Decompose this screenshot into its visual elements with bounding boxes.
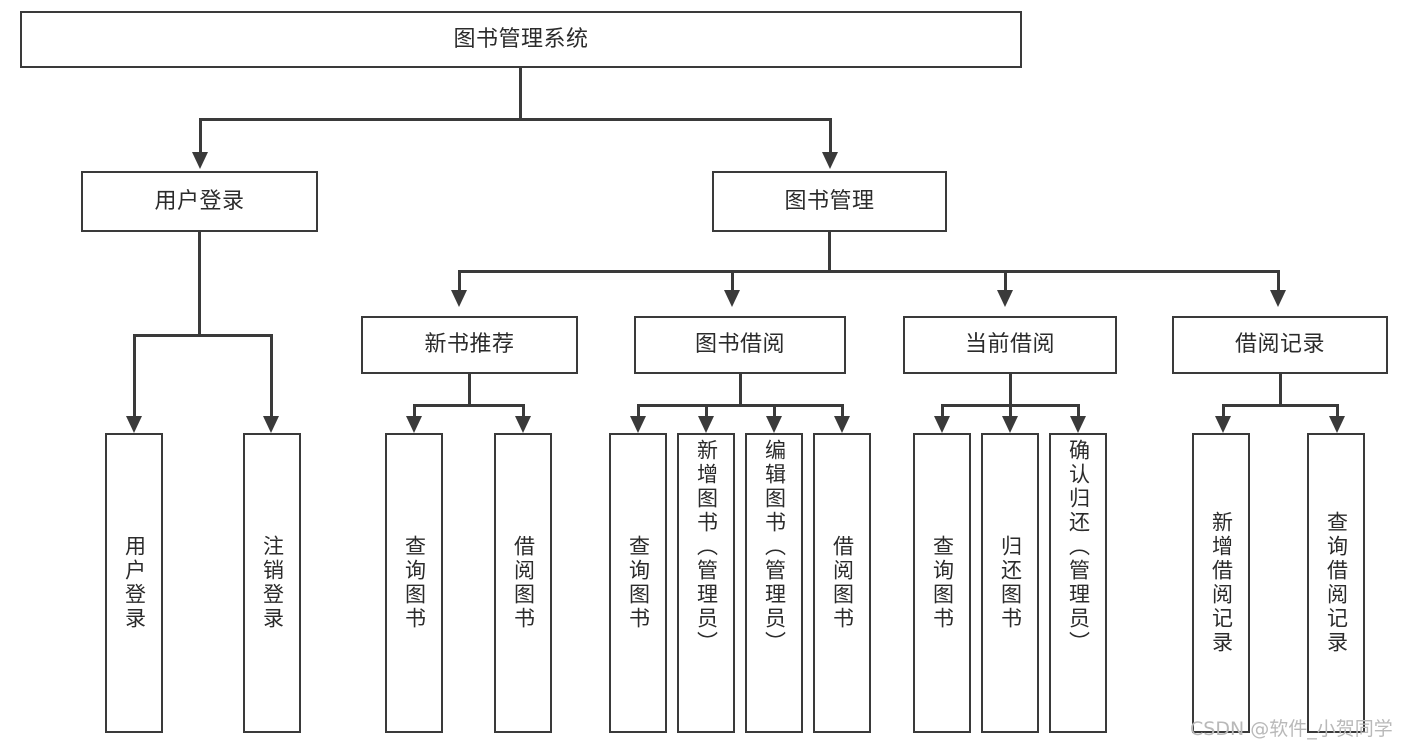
node-label: 注销登录 [260, 535, 285, 631]
node-root-system[interactable]: 图书管理系统 [20, 11, 1022, 68]
arrowhead-new-book-leaf-1 [406, 416, 422, 433]
connector-book-borrow-to-leaf-3 [773, 404, 776, 418]
arrowhead-book-borrow-leaf-1 [630, 416, 646, 433]
connector-new-book-bar [413, 404, 524, 407]
connector-book-mgmt-to-current-borrow [1004, 270, 1007, 292]
node-current-borrow[interactable]: 当前借阅 [903, 316, 1117, 374]
connector-user-login-stem [198, 232, 201, 336]
leaf-book-borrow-edit-book[interactable]: 编辑图书（管理员） [745, 433, 803, 733]
connector-current-borrow-stem [1009, 374, 1012, 406]
connector-user-login-to-leaf-1 [133, 334, 136, 418]
node-label: 借阅记录 [1234, 332, 1325, 358]
leaf-book-borrow-query-book[interactable]: 查询图书 [609, 433, 667, 733]
leaf-new-book-query-book[interactable]: 查询图书 [385, 433, 443, 733]
connector-borrow-record-to-leaf-1 [1222, 404, 1225, 418]
leaf-current-borrow-confirm-return[interactable]: 确认归还（管理员） [1049, 433, 1107, 733]
leaf-borrow-record-query-record[interactable]: 查询借阅记录 [1307, 433, 1365, 733]
arrowhead-current-borrow-leaf-1 [934, 416, 950, 433]
node-label: 确认归还（管理员） [1066, 439, 1091, 655]
connector-book-borrow-bar [637, 404, 843, 407]
connector-root-to-user-login [199, 118, 202, 154]
connector-new-book-to-leaf-2 [522, 404, 525, 418]
connector-root-to-book-mgmt [829, 118, 832, 154]
connector-book-borrow-to-leaf-4 [841, 404, 844, 418]
leaf-user-login-login[interactable]: 用户登录 [105, 433, 163, 733]
node-new-book-recommend[interactable]: 新书推荐 [361, 316, 578, 374]
arrowhead-book-mgmt-current-borrow [997, 290, 1013, 307]
node-label: 新增借阅记录 [1209, 511, 1234, 655]
arrowhead-book-borrow-leaf-2 [698, 416, 714, 433]
connector-book-mgmt-bar [458, 270, 1279, 273]
arrowhead-book-borrow-leaf-3 [766, 416, 782, 433]
connector-book-mgmt-to-book-borrow [731, 270, 734, 292]
connector-current-borrow-to-leaf-3 [1077, 404, 1080, 418]
connector-borrow-record-to-leaf-2 [1336, 404, 1339, 418]
node-label: 查询借阅记录 [1324, 511, 1349, 655]
node-label: 查询图书 [930, 535, 955, 631]
node-book-management[interactable]: 图书管理 [712, 171, 947, 232]
leaf-new-book-borrow-book[interactable]: 借阅图书 [494, 433, 552, 733]
arrowhead-root-to-user-login [192, 152, 208, 169]
arrowhead-current-borrow-leaf-3 [1070, 416, 1086, 433]
node-label: 图书借阅 [694, 332, 785, 358]
leaf-borrow-record-add-record[interactable]: 新增借阅记录 [1192, 433, 1250, 733]
node-label: 查询图书 [402, 535, 427, 631]
connector-user-login-bar [133, 334, 272, 337]
node-label: 新增图书（管理员） [694, 439, 719, 655]
connector-root-stem [519, 68, 522, 120]
leaf-book-borrow-borrow-book[interactable]: 借阅图书 [813, 433, 871, 733]
node-label: 用户登录 [122, 535, 147, 631]
connector-book-mgmt-to-new-book [458, 270, 461, 292]
arrowhead-borrow-record-leaf-1 [1215, 416, 1231, 433]
leaf-current-borrow-query-book[interactable]: 查询图书 [913, 433, 971, 733]
node-label: 用户登录 [154, 188, 245, 214]
connector-current-borrow-to-leaf-2 [1009, 404, 1012, 418]
arrowhead-book-borrow-leaf-4 [834, 416, 850, 433]
node-label: 查询图书 [626, 535, 651, 631]
node-book-borrow[interactable]: 图书借阅 [634, 316, 846, 374]
arrowhead-root-to-book-mgmt [822, 152, 838, 169]
node-label: 编辑图书（管理员） [762, 439, 787, 655]
connector-book-borrow-stem [739, 374, 742, 406]
connector-new-book-to-leaf-1 [413, 404, 416, 418]
node-label: 新书推荐 [424, 332, 515, 358]
arrowhead-current-borrow-leaf-2 [1002, 416, 1018, 433]
arrowhead-user-login-leaf-1 [126, 416, 142, 433]
arrowhead-user-login-leaf-2 [263, 416, 279, 433]
connector-borrow-record-stem [1279, 374, 1282, 406]
node-user-login[interactable]: 用户登录 [81, 171, 318, 232]
connector-book-mgmt-stem [828, 232, 831, 272]
arrowhead-book-mgmt-book-borrow [724, 290, 740, 307]
leaf-current-borrow-return-book[interactable]: 归还图书 [981, 433, 1039, 733]
arrowhead-new-book-leaf-2 [515, 416, 531, 433]
connector-book-borrow-to-leaf-1 [637, 404, 640, 418]
connector-new-book-stem [468, 374, 471, 406]
node-label: 借阅图书 [511, 535, 536, 631]
node-label: 当前借阅 [964, 332, 1055, 358]
watermark-text: CSDN @软件_小贺同学 [1190, 718, 1393, 740]
leaf-user-login-logout[interactable]: 注销登录 [243, 433, 301, 733]
arrowhead-book-mgmt-new-book [451, 290, 467, 307]
connector-root-bar [199, 118, 832, 121]
connector-current-borrow-to-leaf-1 [941, 404, 944, 418]
arrowhead-book-mgmt-borrow-record [1270, 290, 1286, 307]
arrowhead-borrow-record-leaf-2 [1329, 416, 1345, 433]
node-label: 图书管理系统 [453, 26, 589, 52]
node-label: 图书管理 [784, 188, 875, 214]
leaf-book-borrow-add-book[interactable]: 新增图书（管理员） [677, 433, 735, 733]
connector-user-login-to-leaf-2 [270, 334, 273, 418]
connector-book-mgmt-to-borrow-record [1277, 270, 1280, 292]
node-label: 归还图书 [998, 535, 1023, 631]
connector-borrow-record-bar [1222, 404, 1338, 407]
connector-book-borrow-to-leaf-2 [705, 404, 708, 418]
node-borrow-record[interactable]: 借阅记录 [1172, 316, 1388, 374]
node-label: 借阅图书 [830, 535, 855, 631]
